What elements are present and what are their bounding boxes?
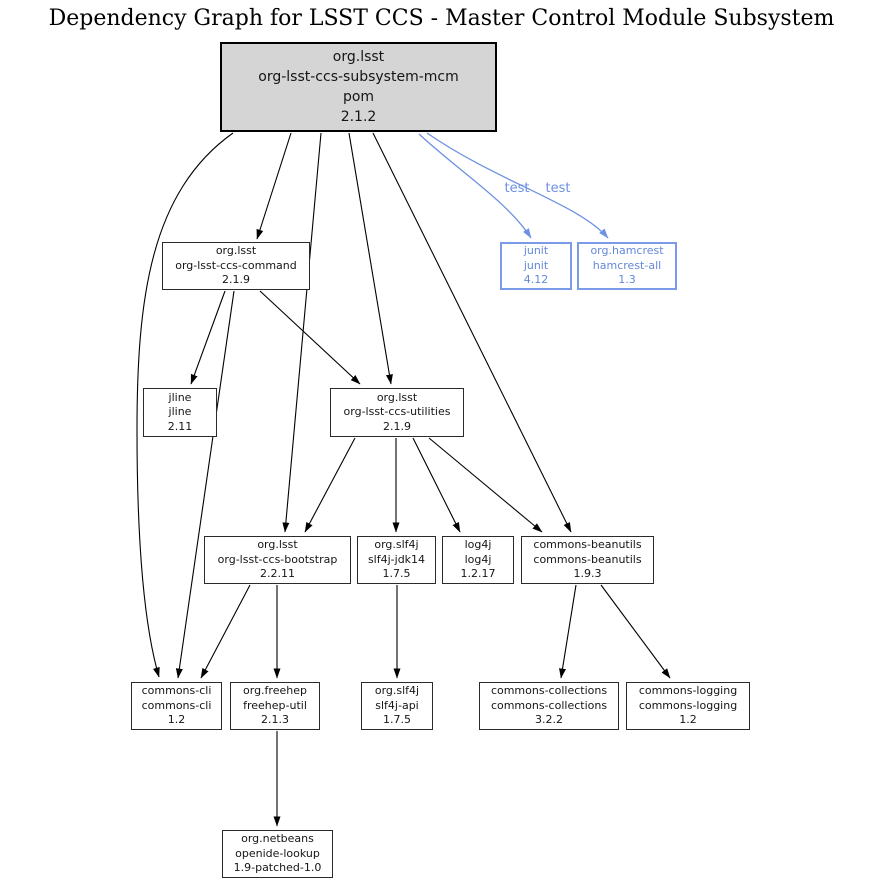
edge-command-to-utilities <box>259 290 361 385</box>
edge-mcm-to-beanutils <box>372 132 572 533</box>
edge-utilities-to-beanutils <box>428 437 543 533</box>
node-artifact: commons-cli <box>141 698 212 712</box>
node-version: 3.2.2 <box>535 713 563 727</box>
node-artifact: commons-collections <box>490 698 608 712</box>
node-commons-collections: commons-collections commons-collections … <box>479 682 619 730</box>
node-group: org.slf4j <box>374 538 419 552</box>
edge-utilities-to-log4j <box>412 437 461 533</box>
node-version: 1.7.5 <box>382 567 411 581</box>
node-openide-lookup: org.netbeans openide-lookup 1.9-patched-… <box>222 830 333 878</box>
graph-title: Dependency Graph for LSST CCS - Master C… <box>48 6 835 31</box>
node-artifact: slf4j-jdk14 <box>367 552 426 566</box>
node-slf4j-api: org.slf4j slf4j-api 1.7.5 <box>361 682 433 730</box>
node-group: commons-cli <box>141 684 212 698</box>
edge-bootstrap-to-commons-cli <box>200 584 251 679</box>
edge-mcm-to-junit-test <box>418 133 532 239</box>
edge-beanutils-to-logging <box>600 584 671 679</box>
node-version: 1.2.17 <box>460 567 496 581</box>
node-group: org.slf4j <box>374 684 420 698</box>
node-group: org.freehep <box>243 684 307 698</box>
node-version: 2.1.3 <box>261 713 289 727</box>
node-version: 2.1.9 <box>383 419 411 433</box>
node-artifact: commons-beanutils <box>533 552 642 566</box>
node-artifact: hamcrest-all <box>592 258 662 272</box>
node-commons-cli: commons-cli commons-cli 1.2 <box>131 682 222 730</box>
node-slf4j-jdk14: org.slf4j slf4j-jdk14 1.7.5 <box>357 536 436 584</box>
edge-label-test-hamcrest: test <box>546 181 571 196</box>
node-org-lsst-ccs-utilities: org.lsst org-lsst-ccs-utilities 2.1.9 <box>330 388 464 437</box>
node-artifact: org-lsst-ccs-utilities <box>343 405 451 419</box>
node-group: org.lsst <box>257 538 298 552</box>
node-commons-logging: commons-logging commons-logging 1.2 <box>626 682 750 730</box>
node-group: org.lsst <box>332 49 385 65</box>
edge-utilities-to-bootstrap <box>304 437 356 533</box>
node-log4j: log4j log4j 1.2.17 <box>442 536 514 584</box>
node-group: junit <box>523 244 549 258</box>
node-group: commons-collections <box>490 684 608 698</box>
node-version: 1.7.5 <box>383 713 411 727</box>
node-artifact: junit <box>523 258 549 272</box>
edge-beanutils-to-collections <box>559 584 577 679</box>
edge-command-to-jline <box>190 290 226 385</box>
edge-mcm-to-hamcrest-test <box>426 132 609 239</box>
node-group: org.netbeans <box>241 832 314 846</box>
node-packaging: pom <box>342 89 375 105</box>
node-version: 4.12 <box>523 273 549 287</box>
node-group: commons-logging <box>638 684 738 698</box>
node-commons-beanutils: commons-beanutils commons-beanutils 1.9.… <box>521 536 654 584</box>
node-artifact: log4j <box>464 552 492 566</box>
node-version: 1.3 <box>618 273 636 287</box>
node-artifact: org-lsst-ccs-command <box>175 258 297 272</box>
node-org-lsst-ccs-subsystem-mcm: org.lsst org-lsst-ccs-subsystem-mcm pom … <box>220 42 497 132</box>
node-org-lsst-ccs-bootstrap: org.lsst org-lsst-ccs-bootstrap 2.2.11 <box>204 536 351 584</box>
edge-mcm-to-utilities <box>348 132 393 385</box>
node-version: 2.1.2 <box>340 109 377 125</box>
node-version: 2.2.11 <box>260 567 295 581</box>
node-org-lsst-ccs-command: org.lsst org-lsst-ccs-command 2.1.9 <box>162 242 310 290</box>
node-hamcrest-all: org.hamcrest hamcrest-all 1.3 <box>577 242 677 290</box>
edge-mcm-to-command <box>256 132 292 240</box>
node-freehep-util: org.freehep freehep-util 2.1.3 <box>230 682 320 730</box>
node-artifact: org-lsst-ccs-subsystem-mcm <box>258 69 459 85</box>
edge-mcm-to-commons-cli <box>136 132 234 678</box>
node-jline: jline jline 2.11 <box>143 388 217 437</box>
node-junit: junit junit 4.12 <box>500 242 572 290</box>
node-version: 1.9-patched-1.0 <box>233 861 322 875</box>
node-version: 1.9.3 <box>573 567 602 581</box>
node-artifact: commons-logging <box>638 698 738 712</box>
edge-label-test-junit: test <box>505 181 530 196</box>
node-group: org.hamcrest <box>590 244 664 258</box>
node-group: org.lsst <box>376 390 418 404</box>
node-version: 2.1.9 <box>222 273 250 287</box>
node-group: jline <box>168 390 192 404</box>
node-group: org.lsst <box>215 244 257 258</box>
node-group: commons-beanutils <box>533 538 642 552</box>
node-artifact: freehep-util <box>243 698 307 712</box>
node-artifact: org-lsst-ccs-bootstrap <box>217 552 338 566</box>
node-version: 1.2 <box>679 713 697 727</box>
node-artifact: slf4j-api <box>375 698 419 712</box>
node-version: 2.11 <box>167 419 193 433</box>
edge-mcm-to-bootstrap <box>282 132 322 533</box>
node-group: log4j <box>464 538 492 552</box>
edge-command-to-commons-cli <box>175 290 235 679</box>
node-artifact: openide-lookup <box>235 846 320 860</box>
node-artifact: jline <box>168 405 192 419</box>
node-version: 1.2 <box>167 713 186 727</box>
